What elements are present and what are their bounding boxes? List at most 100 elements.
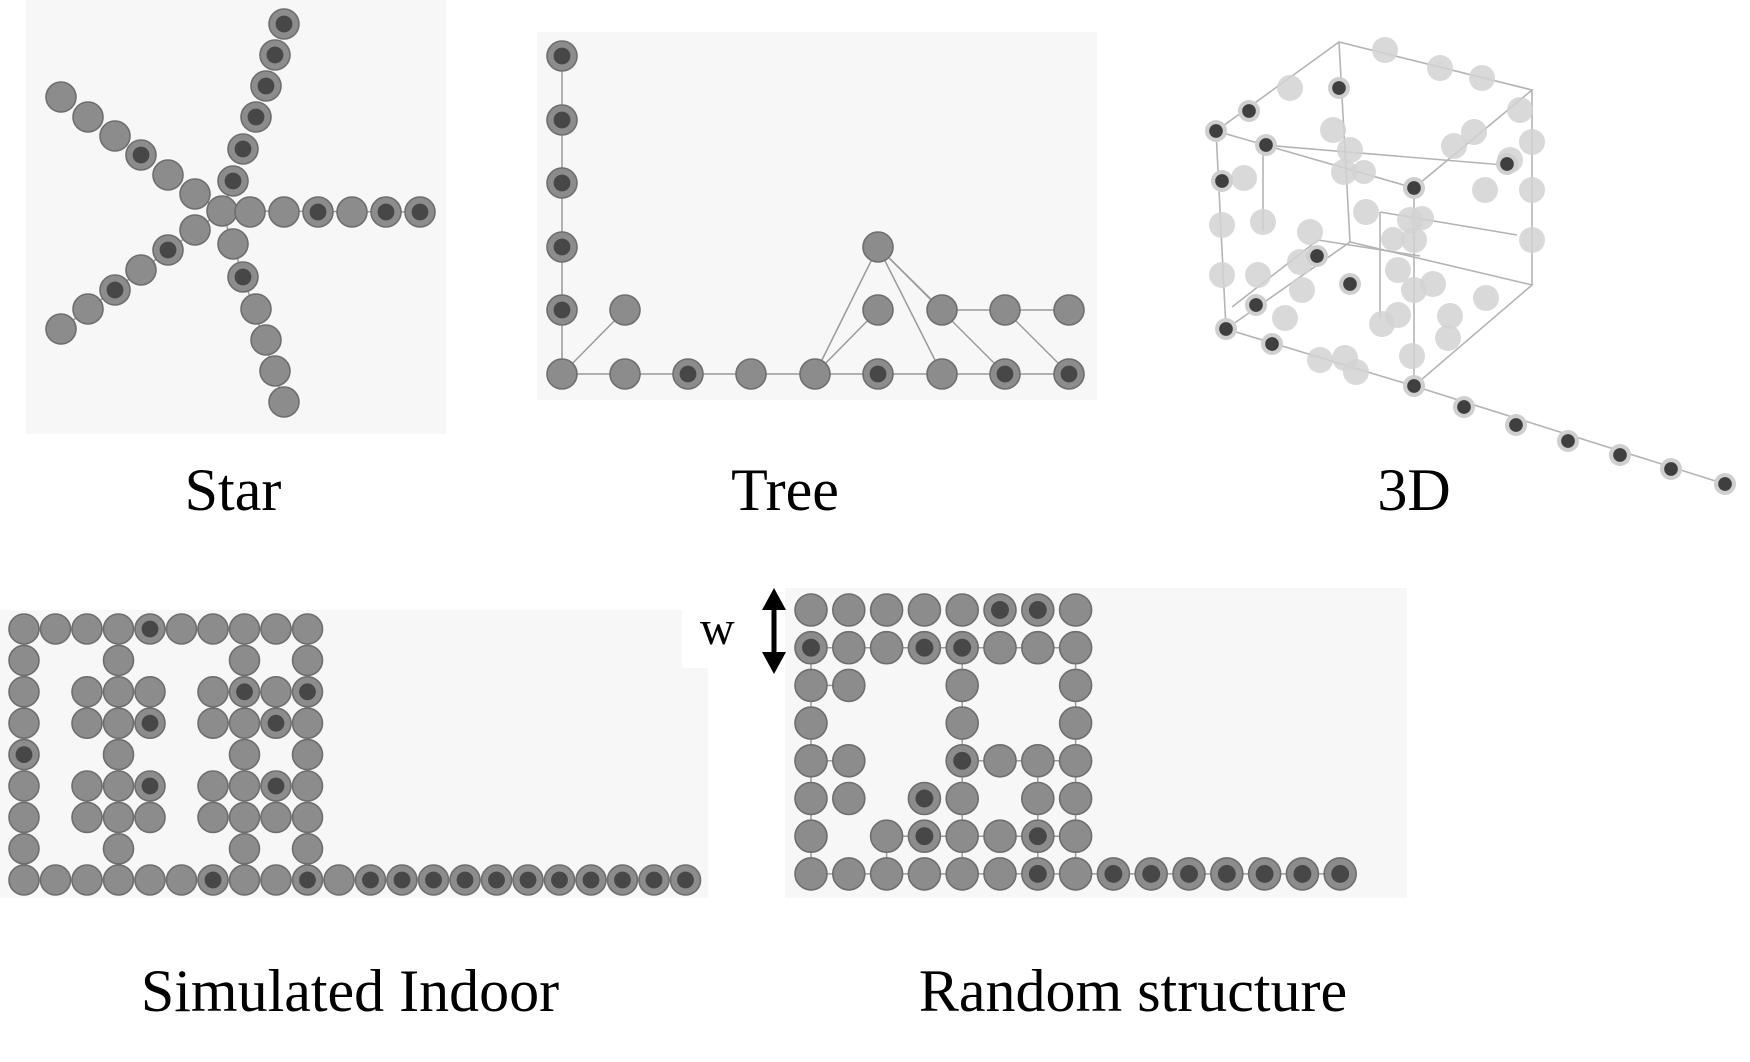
anchor-node-core (915, 827, 934, 846)
anchor-node-core (553, 47, 571, 65)
background-node (1519, 129, 1545, 155)
graph-node (165, 613, 198, 645)
graph-node (831, 593, 866, 627)
graph-node (8, 675, 40, 708)
graph-node (8, 770, 40, 802)
background-node (1209, 212, 1235, 238)
background-node (1507, 97, 1533, 123)
graph-node (8, 801, 40, 834)
graph-node (831, 630, 866, 665)
graph-node (260, 613, 292, 645)
graph-node (291, 707, 324, 740)
background-node (1209, 262, 1235, 288)
anchor-node-core (267, 777, 285, 795)
anchor-node-core (953, 638, 972, 657)
graph-node (989, 294, 1021, 326)
graph-node (794, 668, 828, 703)
background-node (1337, 137, 1363, 163)
anchor-node-core (1718, 477, 1732, 491)
graph-node (260, 801, 292, 834)
anchor-node-core (1209, 124, 1223, 138)
graph-node (945, 668, 980, 703)
graph-node (71, 707, 103, 740)
graph-node (206, 195, 238, 227)
anchor-node-core (519, 871, 537, 889)
random-structure-label: Random structure (919, 958, 1347, 1024)
anchor-node-core (1249, 298, 1263, 312)
anchor-node-core (582, 871, 600, 889)
graph-node (794, 593, 828, 627)
anchor-node-core (393, 871, 411, 889)
3d-panel (1205, 37, 1736, 495)
graph-edge (877, 246, 943, 375)
graph-node (102, 770, 135, 802)
graph-node (228, 864, 261, 896)
graph-node (260, 675, 292, 708)
background-node (1469, 65, 1495, 91)
graph-node (268, 386, 300, 418)
background-node (1441, 133, 1467, 159)
graph-node (983, 630, 1017, 665)
graph-node (546, 358, 578, 390)
graph-node (1058, 630, 1093, 665)
graph-node (831, 743, 866, 778)
graph-edge (1262, 144, 1505, 166)
background-node (1461, 119, 1487, 145)
graph-node (831, 857, 866, 891)
tree-label: Tree (731, 457, 839, 523)
graph-node (926, 358, 958, 390)
anchor-node-core (1457, 400, 1471, 414)
graph-node (862, 231, 894, 263)
anchor-node-core (1028, 601, 1047, 619)
graph-node (323, 864, 355, 896)
anchor-node-core (15, 746, 33, 763)
graph-node (983, 857, 1017, 891)
graph-node (99, 120, 131, 152)
anchor-node-core (141, 714, 159, 732)
anchor-node-core (1500, 157, 1514, 171)
graph-node (228, 707, 261, 740)
anchor-node-core (234, 140, 252, 158)
graph-node (8, 864, 40, 896)
graph-node (217, 228, 249, 260)
graph-node (197, 675, 229, 708)
graph-node (862, 294, 894, 326)
graph-node (71, 864, 103, 896)
anchor-node-core (257, 77, 275, 95)
graph-node (945, 819, 980, 854)
graph-node (134, 801, 166, 834)
graph-node (102, 832, 135, 865)
graph-node (831, 781, 866, 816)
graph-node (228, 770, 261, 802)
anchor-node-core (275, 15, 293, 33)
graph-node (983, 743, 1017, 778)
tree-panel (537, 32, 1097, 400)
background-node (1277, 75, 1303, 101)
graph-node (102, 738, 135, 771)
anchor-node-core (141, 777, 159, 795)
graph-node (907, 593, 942, 627)
graph-node (197, 707, 229, 740)
background-node (1332, 345, 1358, 371)
graph-node (102, 613, 135, 645)
graph-node (197, 613, 229, 645)
anchor-node-core (614, 871, 631, 889)
anchor-node-core (1407, 181, 1421, 195)
anchor-node-core (1259, 138, 1273, 152)
graph-node (268, 196, 300, 228)
graph-node (869, 857, 904, 891)
anchor-node-core (553, 301, 571, 319)
background-node (1427, 55, 1453, 81)
graph-edge (814, 246, 879, 375)
graph-node (735, 358, 767, 390)
background-node (1420, 271, 1446, 297)
anchor-node-core (1028, 864, 1047, 883)
graph-node (8, 644, 40, 677)
graph-node (39, 864, 72, 896)
graph-node (39, 613, 72, 645)
anchor-node-core (1561, 434, 1575, 448)
anchor-node-core (677, 871, 694, 889)
graph-edge (1317, 239, 1421, 257)
width-marker-label: w (700, 602, 735, 655)
background-node (1353, 199, 1379, 225)
